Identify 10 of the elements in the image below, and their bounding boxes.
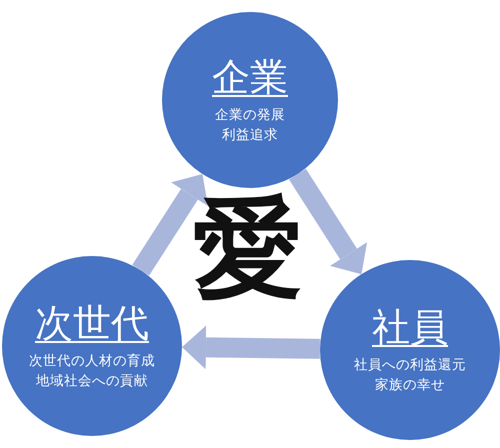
circle-text: 社員への利益還元家族の幸せ <box>353 356 467 395</box>
circle-title: 企業 <box>212 55 288 99</box>
circle-text: 企業の発展利益追求 <box>214 106 286 145</box>
block-arrow <box>182 325 320 370</box>
circle-text: 次世代の人材の育成地域社会への貢献 <box>28 352 156 391</box>
center-character: 愛 <box>193 188 303 308</box>
circle-title: 次世代 <box>35 301 149 345</box>
block-arrow <box>132 174 208 276</box>
block-arrow <box>289 168 368 274</box>
circle-title: 社員 <box>372 305 448 349</box>
